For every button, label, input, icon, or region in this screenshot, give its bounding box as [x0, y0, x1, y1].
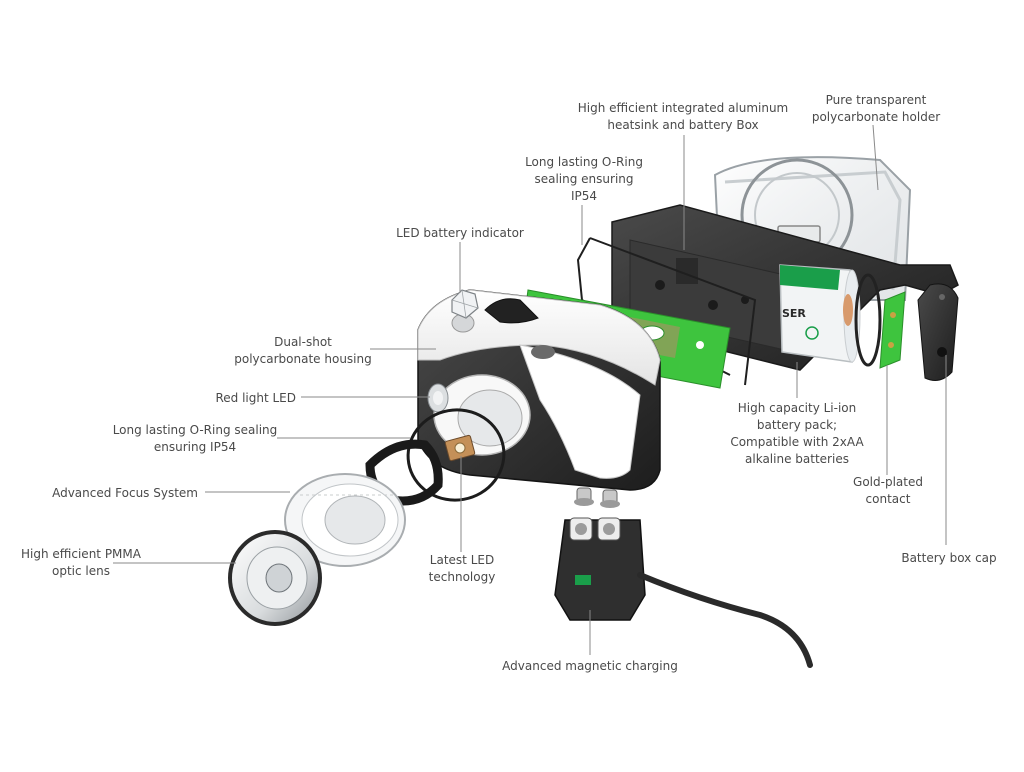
label-oring-top: Long lasting O-Ring sealing ensuring IP5…: [525, 155, 643, 203]
label-battery-pack: High capacity Li-ion battery pack; Compa…: [730, 401, 864, 466]
label-battery-cap: Battery box cap: [901, 551, 997, 565]
led-battery-indicator: [451, 289, 479, 319]
gold-plated-contact: [879, 291, 906, 369]
battery-brand-text: SER: [782, 307, 806, 320]
label-charging: Advanced magnetic charging: [502, 659, 678, 673]
battery-o-ring: [854, 273, 882, 367]
charging-pins: [574, 487, 620, 508]
label-led-indicator: LED battery indicator: [396, 226, 524, 240]
leader-holder: [872, 124, 879, 191]
label-housing: Dual-shot polycarbonate housing: [234, 335, 372, 366]
label-holder: Pure transparent polycarbonate holder: [811, 93, 941, 124]
red-light-led: [427, 383, 449, 413]
leader-lines: [113, 124, 947, 655]
label-heatsink: High efficient integrated aluminum heats…: [577, 101, 789, 132]
main-housing: [417, 289, 661, 491]
label-focus: Advanced Focus System: [52, 486, 198, 500]
battery-box-cap: [917, 283, 959, 381]
pmma-optic-lens: [228, 530, 322, 626]
label-oring-left: Long lasting O-Ring sealing ensuring IP5…: [112, 423, 278, 454]
focus-system: [284, 473, 406, 567]
label-lens: High efficient PMMA optic lens: [21, 547, 141, 578]
led-module: [444, 434, 476, 462]
battery-pack: SER: [779, 264, 861, 363]
label-latest-led: Latest LED technology: [428, 553, 496, 584]
left-o-ring: [406, 408, 506, 502]
magnetic-charger: [554, 517, 813, 668]
label-gold-contact: Gold-plated contact: [853, 475, 923, 506]
label-red-led: Red light LED: [215, 391, 296, 405]
